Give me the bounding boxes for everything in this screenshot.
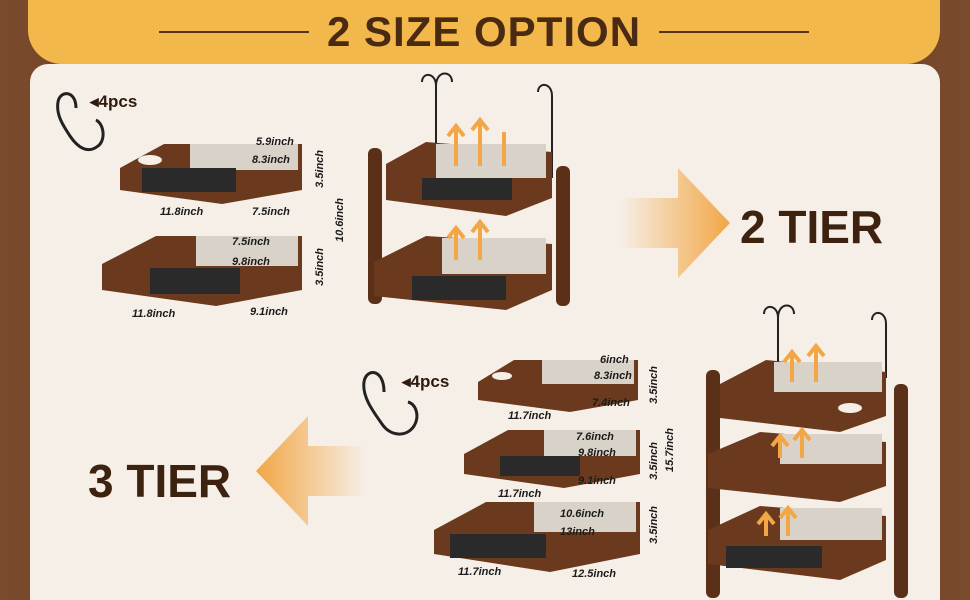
two-tier-top-d2: 7.5inch <box>252 206 290 218</box>
two-tier-top-basket-icon <box>120 144 302 204</box>
three-tier-hooks-label: ◂4pcs <box>402 372 450 391</box>
two-tier-bottom-d2: 9.1inch <box>250 306 288 318</box>
title-banner: 2 SIZE OPTION <box>28 0 940 64</box>
arrow-right-icon <box>620 168 730 278</box>
three-tier-middle-w1: 7.6inch <box>576 431 614 443</box>
banner-title: 2 SIZE OPTION <box>326 8 642 55</box>
two-tier-bottom-basket-icon <box>102 236 302 306</box>
two-tier-rack-icon <box>368 72 570 310</box>
s-hook-icon <box>362 371 419 436</box>
three-tier-top-basket-icon <box>478 360 638 412</box>
three-tier-bottom-basket-icon <box>434 502 640 572</box>
two-tier-bottom-d1: 11.8inch <box>132 308 176 320</box>
three-tier-middle-w2: 9.8inch <box>578 447 616 459</box>
three-tier-bottom-d1: 11.7inch <box>458 566 502 578</box>
three-tier-bottom-w1: 10.6inch <box>560 508 605 520</box>
three-tier-top-w3: 7.4inch <box>592 397 630 409</box>
two-tier-top-w2: 8.3inch <box>252 154 290 166</box>
two-tier-label: 2 TIER <box>740 201 884 253</box>
three-tier-middle-h: 3.5inch <box>648 442 660 480</box>
three-tier-top-h: 3.5inch <box>648 366 660 404</box>
s-hook-icon <box>56 92 105 152</box>
two-tier-top-w1: 5.9inch <box>256 136 294 148</box>
three-tier-top-d: 11.7inch <box>508 410 552 422</box>
three-tier-bottom-w2: 13inch <box>560 526 595 538</box>
banner-left-line <box>158 31 309 33</box>
arrow-left-icon <box>256 416 366 526</box>
three-tier-middle-d: 11.7inch <box>498 488 542 500</box>
three-tier-top-w2: 8.3inch <box>594 370 632 382</box>
two-tier-top-h: 3.5inch <box>314 150 326 188</box>
three-tier-middle-basket-icon <box>464 430 640 488</box>
two-tier-bottom-h: 3.5inch <box>314 248 326 286</box>
two-tier-bottom-w2: 9.8inch <box>232 256 270 268</box>
two-tier-hooks-label: ◂4pcs <box>90 92 138 111</box>
three-tier-bottom-h: 3.5inch <box>648 506 660 544</box>
three-tier-total-h: 15.7inch <box>664 428 676 473</box>
two-tier-total-h: 10.6inch <box>334 198 346 243</box>
three-tier-middle-w3: 9.1inch <box>578 475 616 487</box>
three-tier-bottom-d2: 12.5inch <box>572 568 617 580</box>
two-tier-bottom-w1: 7.5inch <box>232 236 270 248</box>
two-tier-top-d1: 11.8inch <box>160 206 204 218</box>
three-tier-label: 3 TIER <box>88 455 232 507</box>
three-tier-rack-icon <box>706 304 908 598</box>
three-tier-top-w1: 6inch <box>600 354 629 366</box>
banner-right-line <box>659 31 810 33</box>
